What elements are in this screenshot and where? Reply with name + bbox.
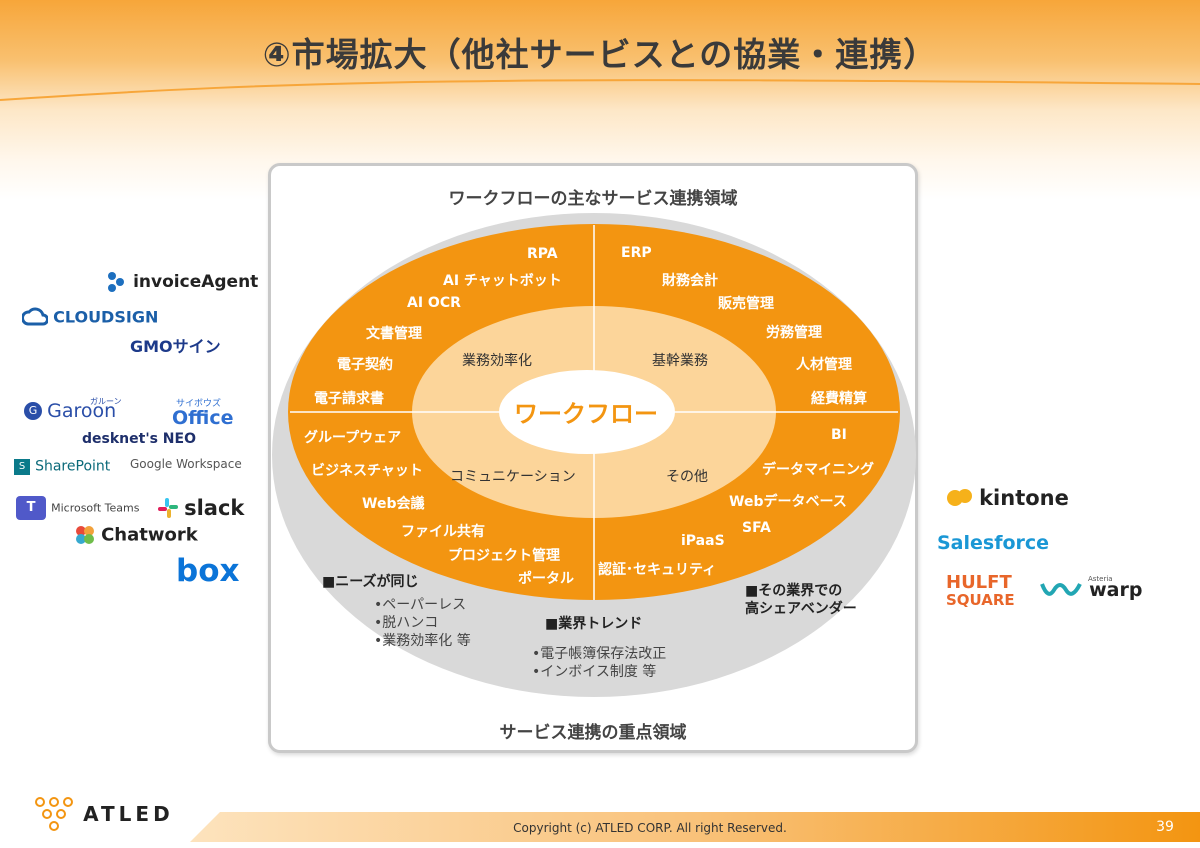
note-needs-heading: ■ニーズが同じ bbox=[322, 574, 419, 590]
label-business-chat: ビジネスチャット bbox=[311, 463, 423, 479]
desknets-logo: desknet's NEO bbox=[82, 431, 196, 447]
panel-footer: サービス連携の重点領域 bbox=[499, 723, 687, 743]
quadrant-label-efficiency: 業務効率化 bbox=[462, 353, 532, 369]
cloudsign-icon bbox=[21, 307, 49, 326]
kintone-logo: kintone bbox=[946, 486, 1069, 510]
box-logo: box bbox=[176, 553, 240, 589]
label-labor-mgmt: 労務管理 bbox=[766, 325, 822, 341]
label-erp: ERP bbox=[621, 245, 652, 261]
footer-band bbox=[190, 812, 1200, 842]
center-ellipse bbox=[499, 370, 675, 454]
salesforce-logo: Salesforce bbox=[937, 532, 1050, 554]
teams-logo: T Microsoft Teams bbox=[16, 496, 139, 520]
quadrant-label-other: その他 bbox=[666, 469, 708, 485]
cloudsign-text: CLOUDSIGN bbox=[53, 307, 159, 327]
gmo-sign-logo: GMOサイン bbox=[130, 337, 221, 356]
kintone-icon bbox=[947, 489, 972, 506]
page-number: 39 bbox=[1156, 819, 1174, 835]
label-web-database: Webデータベース bbox=[729, 494, 847, 510]
note-trend-item: •インボイス制度 等 bbox=[532, 664, 657, 680]
label-e-contract: 電子契約 bbox=[337, 357, 393, 373]
label-sfa: SFA bbox=[742, 520, 771, 536]
atled-logo: ATLED bbox=[34, 796, 174, 832]
garoon-logo: G Garoon bbox=[24, 400, 116, 422]
label-rpa: RPA bbox=[527, 246, 558, 262]
label-e-invoice: 電子請求書 bbox=[314, 391, 384, 407]
chatwork-logo: Chatwork bbox=[74, 524, 198, 546]
note-vendor-heading: ■その業界での bbox=[745, 583, 843, 599]
center-label: ワークフロー bbox=[514, 400, 658, 428]
label-data-mining: データマイニング bbox=[762, 462, 874, 478]
teams-text: Microsoft Teams bbox=[51, 501, 140, 515]
kintone-text: kintone bbox=[979, 486, 1069, 510]
quadrant-label-core: 基幹業務 bbox=[652, 353, 708, 369]
chatwork-text: Chatwork bbox=[101, 524, 198, 546]
copyright-text: Copyright (c) ATLED CORP. All right Rese… bbox=[513, 821, 787, 835]
label-expense: 経費精算 bbox=[811, 391, 867, 407]
label-accounting: 財務会計 bbox=[662, 273, 718, 289]
label-project-mgmt: プロジェクト管理 bbox=[448, 548, 560, 564]
garoon-icon: G bbox=[24, 402, 42, 420]
label-groupware: グループウェア bbox=[304, 430, 402, 446]
note-needs-item: •業務効率化 等 bbox=[374, 633, 471, 649]
warp-logo: warp bbox=[1040, 578, 1142, 602]
note-trend-heading: ■業界トレンド bbox=[545, 616, 643, 632]
panel-title: ワークフローの主なサービス連携領域 bbox=[448, 189, 738, 209]
note-trend-item: •電子帳簿保存法改正 bbox=[532, 646, 667, 662]
office-logo: Office bbox=[172, 407, 234, 429]
label-bi: BI bbox=[831, 427, 847, 443]
label-ai-ocr: AI OCR bbox=[407, 295, 461, 311]
warp-icon bbox=[1040, 583, 1082, 596]
label-auth-security: 認証･セキュリティ bbox=[598, 562, 717, 578]
label-ai-chatbot: AI チャットボット bbox=[443, 273, 562, 289]
warp-small-text: Asteria bbox=[1088, 575, 1113, 583]
google-workspace-logo: Google Workspace bbox=[130, 457, 242, 471]
label-file-sharing: ファイル共有 bbox=[401, 524, 485, 540]
garoon-ruby: ガルーン bbox=[90, 397, 122, 406]
garoon-text: Garoon bbox=[47, 400, 117, 422]
note-needs-item: •脱ハンコ bbox=[374, 615, 439, 631]
sharepoint-logo: S SharePoint bbox=[14, 456, 110, 475]
label-ipaas: iPaaS bbox=[681, 533, 725, 549]
sharepoint-icon: S bbox=[14, 458, 30, 475]
label-portal: ポータル bbox=[518, 571, 574, 587]
invoiceagent-logo: invoiceAgent bbox=[104, 270, 258, 294]
warp-text: warp bbox=[1089, 579, 1143, 601]
hulft-logo-line2: SQUARE bbox=[946, 591, 1015, 609]
sharepoint-text: SharePoint bbox=[35, 458, 111, 475]
quadrant-label-communication: コミュニケーション bbox=[450, 469, 576, 485]
page-title: ④市場拡大（他社サービスとの協業・連携） bbox=[262, 35, 938, 74]
label-web-meeting: Web会議 bbox=[362, 496, 425, 512]
label-sales-mgmt: 販売管理 bbox=[718, 296, 774, 312]
office-ruby: サイボウズ bbox=[176, 399, 222, 409]
hulft-logo-line1: HULFT bbox=[946, 572, 1012, 593]
chatwork-icon bbox=[76, 526, 94, 544]
atled-icon bbox=[35, 797, 73, 831]
invoiceagent-text: invoiceAgent bbox=[133, 272, 259, 292]
header-curve bbox=[0, 79, 1200, 101]
atled-text: ATLED bbox=[83, 802, 174, 826]
label-hr-mgmt: 人材管理 bbox=[796, 357, 852, 373]
note-needs-item: •ペーパーレス bbox=[374, 597, 467, 613]
invoiceagent-icon bbox=[108, 272, 124, 292]
slack-icon bbox=[158, 498, 178, 518]
note-vendor-heading: 高シェアベンダー bbox=[745, 601, 857, 617]
slack-logo: slack bbox=[157, 496, 244, 520]
label-document-mgmt: 文書管理 bbox=[366, 326, 422, 342]
slack-text: slack bbox=[184, 496, 245, 520]
teams-icon: T bbox=[16, 496, 46, 520]
cloudsign-logo: CLOUDSIGN bbox=[21, 306, 159, 328]
